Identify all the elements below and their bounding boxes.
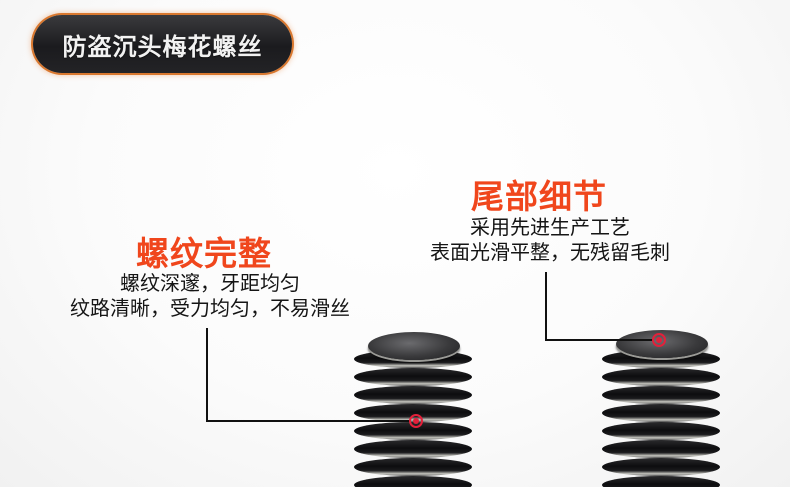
callout-heading-thread: 螺纹完整 [136,234,272,273]
target-marker-icon [409,414,423,428]
callout-desc-thread: 螺纹深邃，牙距均匀 纹路清晰，受力均匀，不易滑丝 [48,271,372,321]
title-badge: 防盗沉头梅花螺丝 [33,15,292,73]
leader-line-vertical [206,328,208,422]
leader-line-horizontal [206,420,410,422]
callout-heading-tail: 尾部细节 [471,177,607,216]
leader-line-horizontal [545,339,653,341]
callout-desc-tail: 采用先进生产工艺 表面光滑平整，无残留毛刺 [410,215,690,265]
callout-desc-line: 纹路清晰，受力均匀，不易滑丝 [70,296,350,320]
screw-image-thread [354,328,472,487]
callout-desc-line: 表面光滑平整，无残留毛刺 [430,240,670,264]
leader-line-vertical [545,272,547,341]
target-marker-icon [652,333,666,347]
callout-desc-line: 螺纹深邃，牙距均匀 [120,271,300,295]
screw-image-tail [602,328,720,487]
callout-desc-line: 采用先进生产工艺 [470,215,630,239]
title-badge-text: 防盗沉头梅花螺丝 [62,32,263,61]
